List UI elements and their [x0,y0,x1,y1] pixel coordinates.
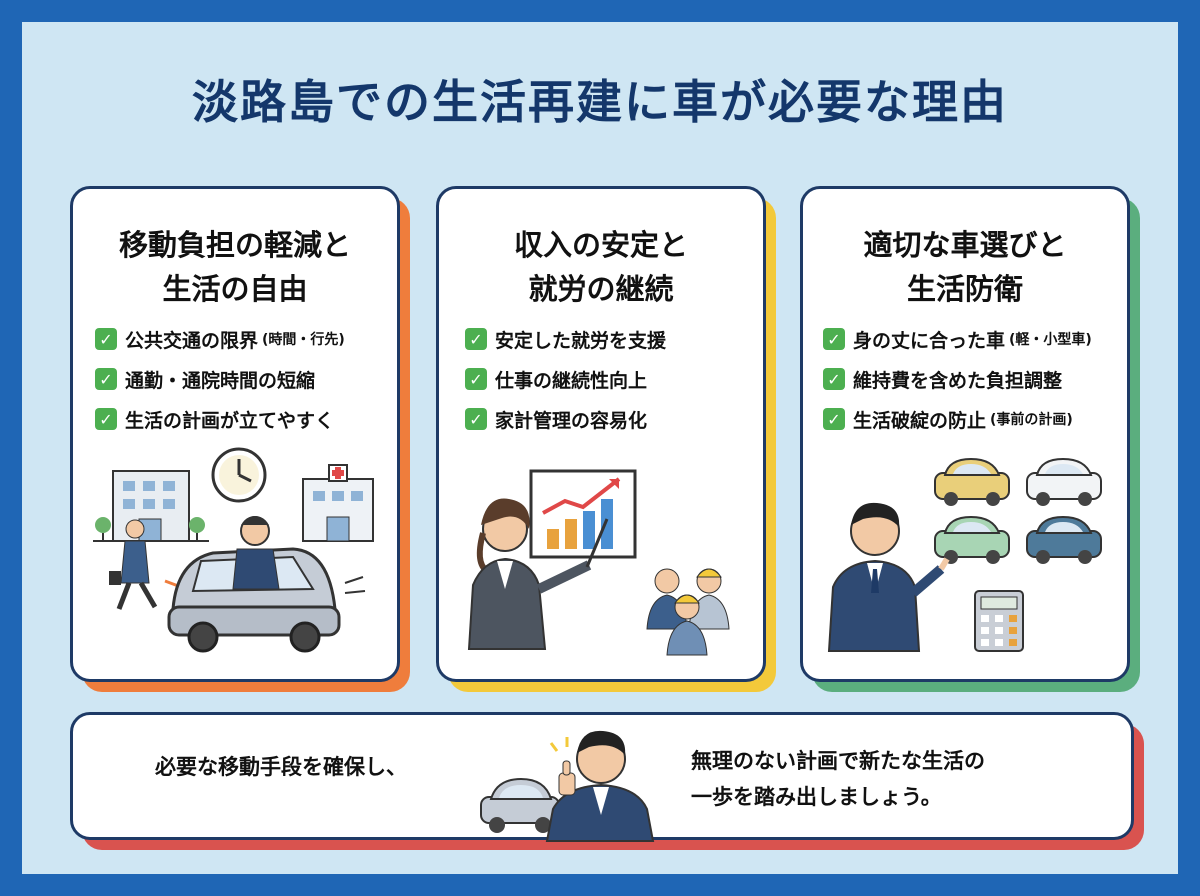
list-item-text: 通勤・通院時間の短縮 [125,369,316,392]
card-income: 収入の安定と 就労の継続 ✓ 安定した就労を支援 ✓ 仕事の継続性向上 ✓ 家計管理の… [436,186,776,692]
card-body: 収入の安定と 就労の継続 ✓ 安定した就労を支援 ✓ 仕事の継続性向上 ✓ 家計管理の… [436,186,766,682]
card-heading: 収入の安定と 就労の継続 [439,223,763,311]
cars-icon [934,457,1102,564]
list-item-text: 身の丈に合った車 [853,329,1006,352]
list-item-note: (軽・小型車) [1009,332,1092,348]
page-title: 淡路島での生活再建に車が必要な理由 [192,75,1008,129]
banner-body: 必要な移動手段を確保し、 無理のない計画で新たな生活の 一歩を踏み出しましょう。 [70,712,1134,842]
card-heading-line2: 生活の自由 [162,272,308,306]
check-icon: ✓ [465,368,487,390]
check-icon: ✓ [823,368,845,390]
card-heading-line1: 移動負担の軽減と [118,228,351,262]
card-mobility: 移動負担の軽減と 生活の自由 ✓ 公共交通の限界(時間・行先) ✓ 通勤・通院時間の… [70,186,410,692]
list-item-text: 家計管理の容易化 [495,409,648,432]
list-item: ✓ 家計管理の容易化 [465,399,666,439]
car-driver-icon [167,516,366,653]
list-item: ✓ 公共交通の限界(時間・行先) [95,319,345,359]
banner-right-text: 無理のない計画で新たな生活の 一歩を踏み出しましょう。 [691,743,985,815]
mobility-illustration [93,447,374,653]
card-body: 移動負担の軽減と 生活の自由 ✓ 公共交通の限界(時間・行先) ✓ 通勤・通院時間の… [70,186,400,682]
banner-right-line1: 無理のない計画で新たな生活の [691,749,985,773]
list-item: ✓ 維持費を含めた負担調整 [823,359,1092,399]
check-icon: ✓ [95,368,117,390]
reason-list: ✓ 公共交通の限界(時間・行先) ✓ 通勤・通院時間の短縮 ✓ 生活の計画が立てやすく [95,319,345,439]
list-item: ✓ 安定した就労を支援 [465,319,666,359]
list-item-note: (時間・行先) [262,332,345,348]
income-illustration [467,469,730,656]
bottom-banner: 必要な移動手段を確保し、 無理のない計画で新たな生活の 一歩を踏み出しましょう。 [70,712,1144,850]
banner-left-text: 必要な移動手段を確保し、 [155,755,407,779]
walking-person-icon [109,519,182,610]
check-icon: ✓ [465,328,487,350]
check-icon: ✓ [95,408,117,430]
card-car-choice: 適切な車選びと 生活防衛 ✓ 身の丈に合った車(軽・小型車) ✓ 維持費を含めた負担… [800,186,1140,692]
list-item: ✓ 身の丈に合った車(軽・小型車) [823,319,1092,359]
card-heading: 移動負担の軽減と 生活の自由 [73,223,397,311]
list-item-text: 維持費を含めた負担調整 [853,369,1063,392]
list-item: ✓ 生活破綻の防止(事前の計画) [823,399,1092,439]
check-icon: ✓ [823,328,845,350]
banner-illustration [480,730,655,842]
clock-icon [211,447,267,503]
list-item: ✓ 仕事の継続性向上 [465,359,666,399]
small-car-icon [480,777,560,833]
list-item-text: 生活破綻の防止 [853,409,987,432]
card-heading-line1: 適切な車選びと [863,228,1067,262]
calculator-icon [974,590,1024,652]
card-body: 適切な車選びと 生活防衛 ✓ 身の丈に合った車(軽・小型車) ✓ 維持費を含めた負担… [800,186,1130,682]
workers-icon [646,568,730,656]
list-item-text: 仕事の継続性向上 [495,369,648,392]
reason-list: ✓ 身の丈に合った車(軽・小型車) ✓ 維持費を含めた負担調整 ✓ 生活破綻の防止(事… [823,319,1092,439]
list-item-text: 安定した就労を支援 [495,329,667,352]
check-icon: ✓ [465,408,487,430]
list-item: ✓ 生活の計画が立てやすく [95,399,345,439]
card-heading-line2: 就労の継続 [528,272,674,306]
card-heading: 適切な車選びと 生活防衛 [803,223,1127,311]
banner-right-line2: 一歩を踏み出しましょう。 [691,785,942,809]
list-item-note: (事前の計画) [990,412,1073,428]
car-choice-illustration [827,457,1102,652]
list-item-text: 生活の計画が立てやすく [125,409,335,432]
hospital-icon [302,464,374,542]
card-heading-line2: 生活防衛 [906,272,1023,306]
list-item-text: 公共交通の限界 [125,329,259,352]
card-heading-line1: 収入の安定と [513,228,688,262]
check-icon: ✓ [95,328,117,350]
thumbs-up-man-icon [545,730,655,842]
growth-chart-icon [529,469,637,559]
list-item: ✓ 通勤・通院時間の短縮 [95,359,345,399]
presenter-woman-icon [467,498,609,650]
check-icon: ✓ [823,408,845,430]
businessman-icon [827,502,950,652]
reason-list: ✓ 安定した就労を支援 ✓ 仕事の継続性向上 ✓ 家計管理の容易化 [465,319,666,439]
office-building-icon [93,470,209,542]
